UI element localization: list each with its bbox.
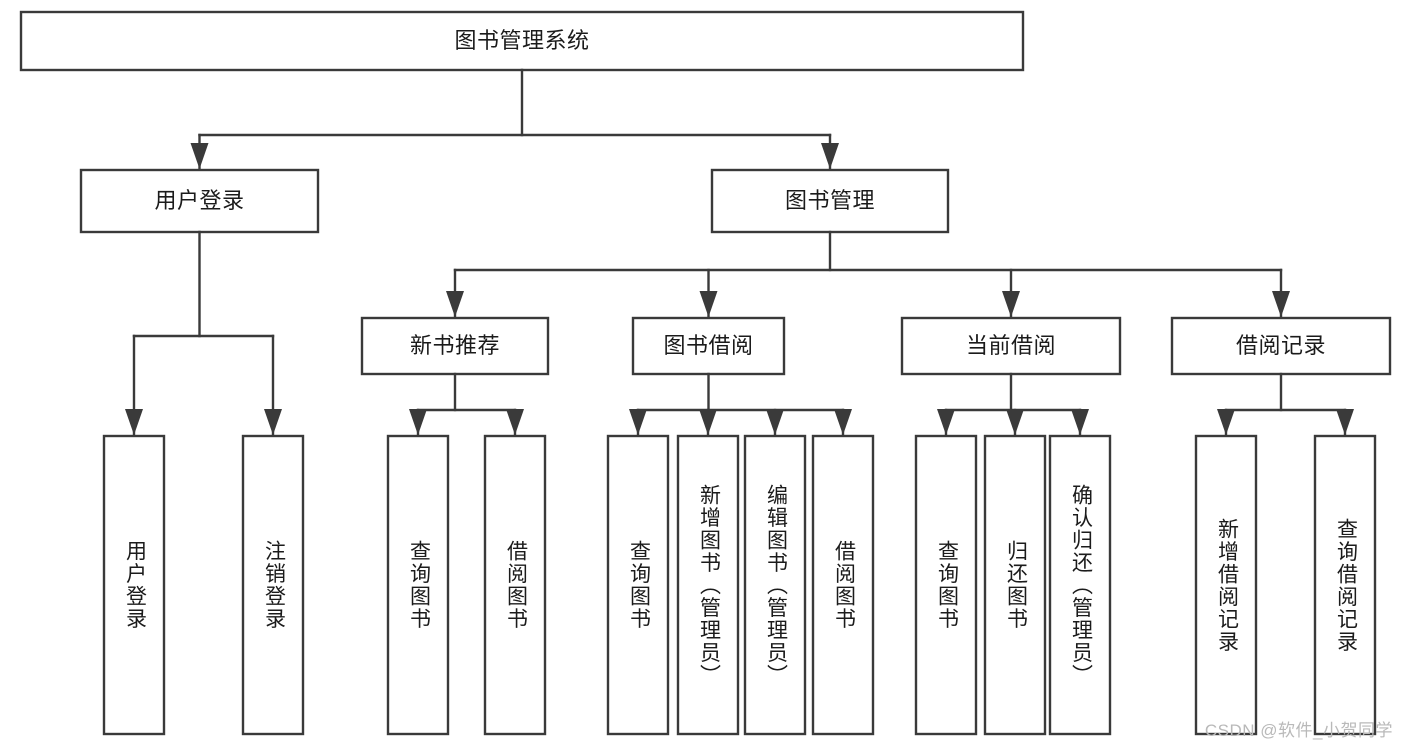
node-box-leaf-5[interactable] [676, 434, 740, 736]
arrow-head-icon [766, 409, 784, 435]
arrow-head-icon [699, 409, 717, 435]
arrow-head-icon [506, 409, 524, 435]
arrow-head-icon [821, 143, 839, 169]
arrow-head-icon [1272, 291, 1290, 317]
node-box-leaf-12[interactable] [1313, 434, 1377, 736]
node-box-leaf-7[interactable] [811, 434, 875, 736]
connector-lines [125, 68, 1354, 436]
node-box-l2-2[interactable] [900, 316, 1122, 376]
arrow-head-icon [1336, 409, 1354, 435]
node-box-l2-3[interactable] [1170, 316, 1392, 376]
node-box-leaf-1[interactable] [241, 434, 305, 736]
node-box-leaf-2[interactable] [386, 434, 450, 736]
node-box-l1-1[interactable] [710, 168, 950, 234]
node-shapes [19, 10, 1392, 736]
arrow-head-icon [937, 409, 955, 435]
node-box-root-0[interactable] [19, 10, 1025, 72]
arrow-head-icon [125, 409, 143, 435]
node-box-l2-1[interactable] [631, 316, 786, 376]
node-box-l1-0[interactable] [79, 168, 320, 234]
arrow-head-icon [409, 409, 427, 435]
node-box-leaf-0[interactable] [102, 434, 166, 736]
node-box-leaf-6[interactable] [743, 434, 807, 736]
node-box-leaf-8[interactable] [914, 434, 978, 736]
arrow-head-icon [699, 291, 718, 317]
arrow-head-icon [446, 291, 464, 317]
node-box-leaf-10[interactable] [1048, 434, 1112, 736]
node-box-leaf-4[interactable] [606, 434, 670, 736]
arrow-head-icon [1002, 291, 1020, 317]
node-box-leaf-11[interactable] [1194, 434, 1258, 736]
arrow-head-icon [190, 143, 209, 169]
arrow-head-icon [834, 409, 852, 435]
arrow-head-icon [264, 409, 282, 435]
node-box-leaf-9[interactable] [983, 434, 1047, 736]
node-box-l2-0[interactable] [360, 316, 550, 376]
arrow-head-icon [1217, 409, 1235, 435]
arrow-head-icon [1006, 409, 1024, 435]
arrow-head-icon [1071, 409, 1089, 435]
watermark-text: CSDN @软件_小贺同学 [1204, 721, 1393, 740]
arrow-head-icon [629, 409, 647, 435]
node-box-leaf-3[interactable] [483, 434, 547, 736]
